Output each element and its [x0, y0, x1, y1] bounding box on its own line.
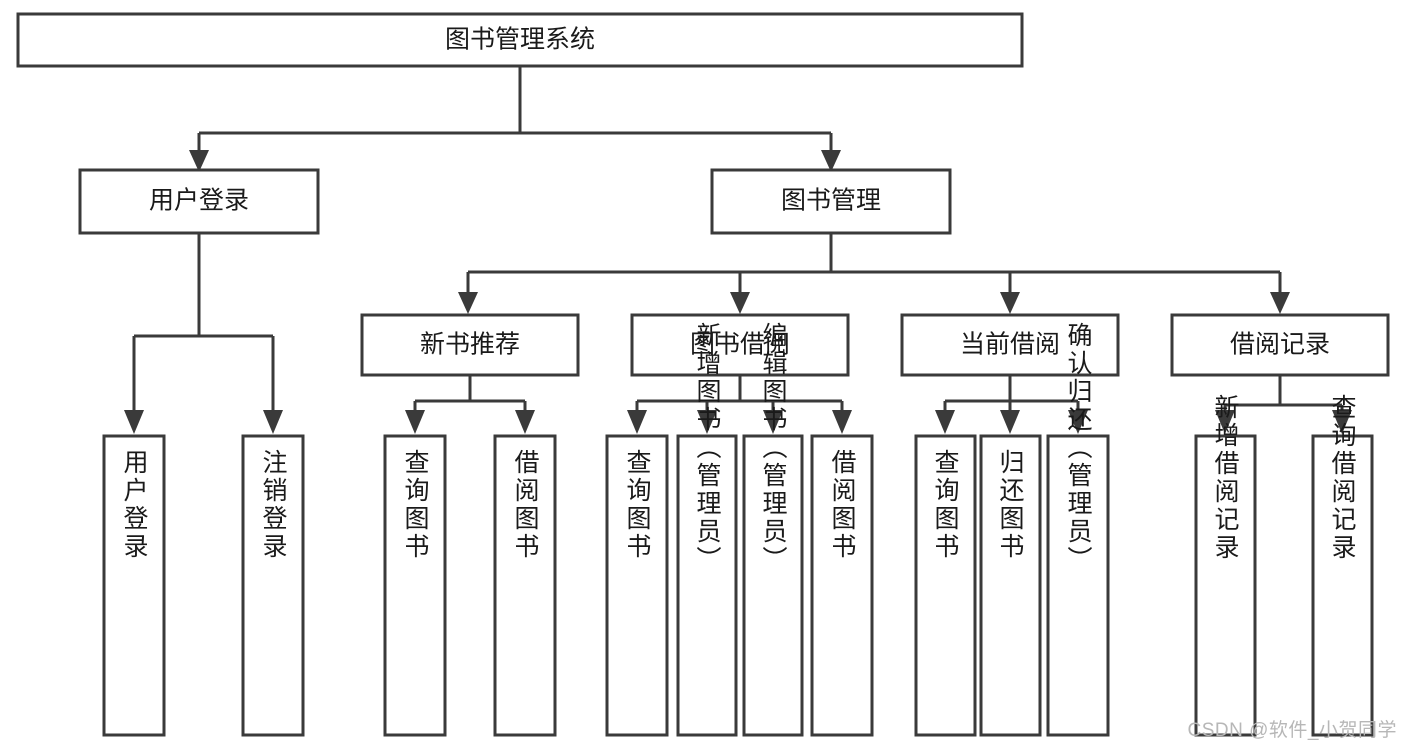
node-new-book-rec-box[interactable]	[360, 313, 580, 377]
connector-layer	[124, 66, 1352, 434]
node-user-login-label: 用户登录	[149, 187, 249, 215]
leaf-query-book-2-label: 查询图书	[623, 449, 652, 561]
arrow-root-to-book-manage-icon	[821, 150, 841, 172]
leaf-user-login-box[interactable]	[102, 434, 166, 737]
leaf-borrow-book-2-box[interactable]	[810, 434, 874, 737]
node-book-manage-label: 图书管理	[781, 187, 881, 215]
leaf-confirm-return[interactable]: 确认归还（管理员）	[1046, 322, 1110, 737]
arrow-leaf-query-book-2-icon	[627, 410, 647, 434]
arrow-to-new-book-rec-icon	[458, 292, 478, 314]
leaf-user-logout[interactable]: 注销登录	[241, 434, 305, 737]
node-book-manage[interactable]: 图书管理	[710, 168, 952, 235]
leaf-borrow-book-1[interactable]: 借阅图书	[493, 434, 557, 737]
node-book-manage-box[interactable]	[710, 168, 952, 235]
node-borrow-record[interactable]: 借阅记录	[1170, 313, 1390, 377]
leaf-user-login[interactable]: 用户登录	[102, 434, 166, 737]
arrow-to-book-borrow-icon	[730, 292, 750, 314]
node-root-label: 图书管理系统	[445, 26, 595, 54]
node-current-borrow[interactable]: 当前借阅	[900, 313, 1120, 377]
leaf-add-record-box[interactable]	[1194, 434, 1257, 737]
leaf-query-book-2[interactable]: 查询图书	[605, 434, 669, 737]
leaf-query-record-box[interactable]	[1311, 434, 1374, 737]
leaf-add-book-label: 新增图书（管理员）	[693, 322, 722, 574]
arrow-to-current-borrow-icon	[1000, 292, 1020, 314]
node-current-borrow-label: 当前借阅	[960, 331, 1060, 359]
leaf-user-logout-label: 注销登录	[259, 449, 288, 561]
node-new-book-rec[interactable]: 新书推荐	[360, 313, 580, 377]
leaf-return-book-label: 归还图书	[996, 449, 1025, 561]
arrow-leaf-borrow-book-2-icon	[832, 410, 852, 434]
node-user-login-box[interactable]	[78, 168, 320, 235]
leaf-confirm-return-box[interactable]	[1046, 434, 1110, 737]
arrow-leaf-query-book-3-icon	[935, 410, 955, 434]
leaf-edit-book-box[interactable]	[742, 434, 804, 737]
leaf-add-record-label: 新增借阅记录	[1211, 394, 1240, 562]
node-book-borrow-box[interactable]	[630, 313, 850, 377]
node-user-login[interactable]: 用户登录	[78, 168, 320, 235]
leaf-query-record-label: 查询借阅记录	[1328, 394, 1357, 562]
leaf-add-record[interactable]: 新增借阅记录	[1194, 394, 1257, 737]
node-book-borrow[interactable]: 图书借阅	[630, 313, 850, 377]
leaf-borrow-book-1-label: 借阅图书	[511, 449, 540, 561]
arrow-leaf-confirm-return-icon	[1068, 410, 1088, 434]
leaf-query-record[interactable]: 查询借阅记录	[1311, 394, 1374, 737]
arrow-leaf-query-record-icon	[1332, 410, 1352, 434]
arrow-leaf-add-record-icon	[1215, 410, 1235, 434]
leaf-add-book[interactable]: 新增图书（管理员）	[676, 322, 738, 737]
leaf-query-book-1-label: 查询图书	[401, 449, 430, 561]
leaf-borrow-book-2-label: 借阅图书	[828, 449, 857, 561]
leaf-borrow-book-1-box[interactable]	[493, 434, 557, 737]
leaf-edit-book-label: 编辑图书（管理员）	[759, 322, 788, 574]
leaf-query-book-1[interactable]: 查询图书	[383, 434, 447, 737]
arrow-leaf-query-book-1-icon	[405, 410, 425, 434]
node-borrow-record-label: 借阅记录	[1230, 331, 1330, 359]
leaf-edit-book[interactable]: 编辑图书（管理员）	[742, 322, 804, 737]
leaf-borrow-book-2[interactable]: 借阅图书	[810, 434, 874, 737]
leaf-user-login-label: 用户登录	[120, 449, 149, 561]
node-book-borrow-label: 图书借阅	[690, 331, 790, 359]
node-current-borrow-box[interactable]	[900, 313, 1120, 377]
node-root[interactable]: 图书管理系统	[16, 12, 1024, 68]
leaf-user-logout-box[interactable]	[241, 434, 305, 737]
arrow-to-borrow-record-icon	[1270, 292, 1290, 314]
leaf-query-book-3[interactable]: 查询图书	[914, 434, 977, 737]
arrow-leaf-add-book-icon	[697, 410, 717, 434]
arrow-leaf-borrow-book-1-icon	[515, 410, 535, 434]
node-root-box[interactable]	[16, 12, 1024, 68]
leaf-query-book-1-box[interactable]	[383, 434, 447, 737]
arrow-leaf-user-login-icon	[124, 410, 144, 434]
leaf-query-book-2-box[interactable]	[605, 434, 669, 737]
leaf-query-book-3-label: 查询图书	[931, 449, 960, 561]
arrow-root-to-user-login-icon	[189, 150, 209, 172]
node-borrow-record-box[interactable]	[1170, 313, 1390, 377]
leaf-confirm-return-label: 确认归还（管理员）	[1064, 322, 1093, 574]
node-new-book-rec-label: 新书推荐	[420, 331, 520, 359]
leaf-return-book[interactable]: 归还图书	[979, 434, 1042, 737]
arrow-leaf-edit-book-icon	[763, 410, 783, 434]
leaf-query-book-3-box[interactable]	[914, 434, 977, 737]
arrow-leaf-return-book-icon	[1000, 410, 1020, 434]
leaf-add-book-box[interactable]	[676, 434, 738, 737]
leaf-return-book-box[interactable]	[979, 434, 1042, 737]
arrow-leaf-user-logout-icon	[263, 410, 283, 434]
